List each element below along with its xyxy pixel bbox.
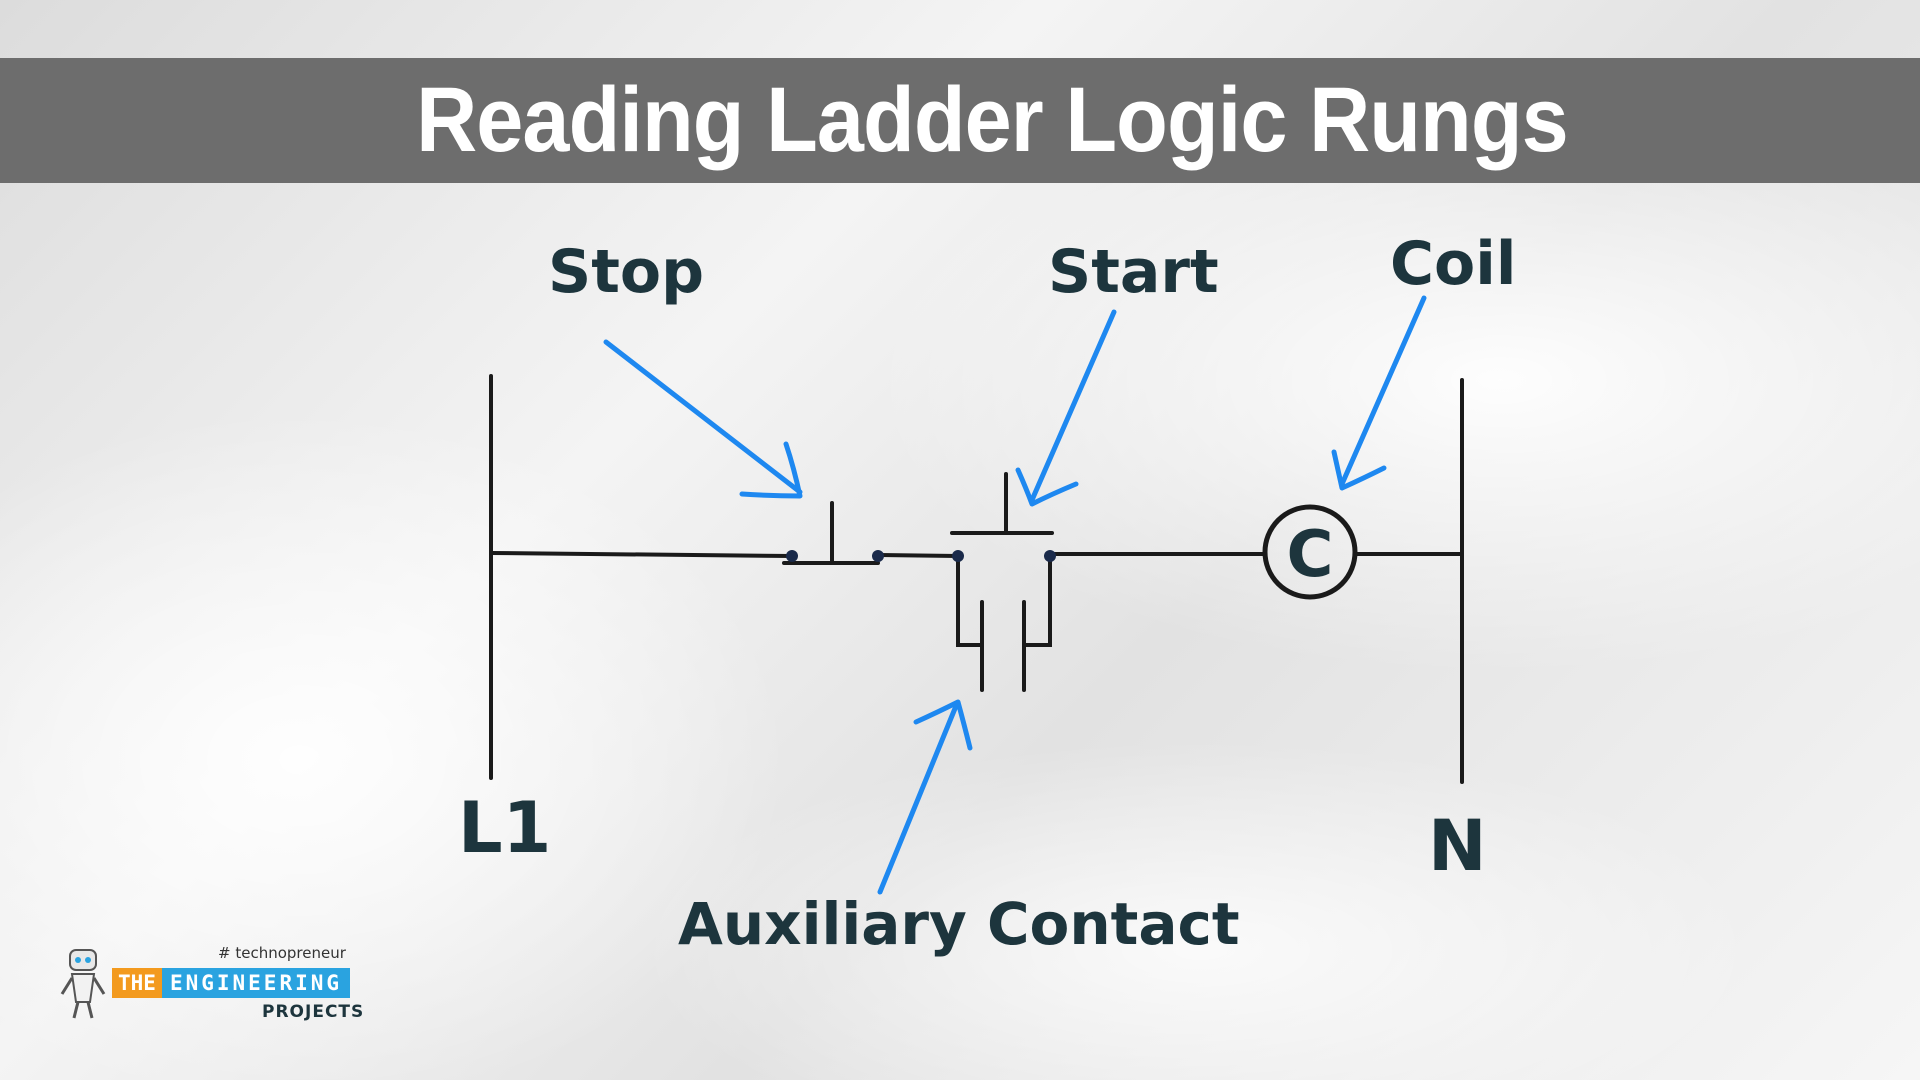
- logo-the: THE: [112, 968, 162, 998]
- stop-label: Stop: [548, 237, 704, 307]
- stop-terminal-left: [786, 550, 798, 562]
- logo-engineering: ENGINEERING: [161, 968, 351, 998]
- rung-wire-mid: [876, 553, 960, 558]
- start-arrow: [1015, 309, 1117, 507]
- stop-terminal-right: [872, 550, 884, 562]
- logo-wordmark: THE ENGINEERING: [112, 968, 351, 998]
- coil-letter: C: [1287, 518, 1334, 592]
- coil-label: Coil: [1390, 229, 1516, 299]
- coil-circle: [1262, 504, 1358, 600]
- aux-branch-left: [956, 554, 984, 647]
- page-title: Reading Ladder Logic Rungs: [416, 69, 1569, 171]
- start-terminal-right: [1044, 550, 1056, 562]
- n-label: N: [1428, 805, 1487, 887]
- coil-arrow: [1331, 295, 1427, 491]
- aux-branch-right: [1022, 554, 1052, 647]
- start-label: Start: [1048, 237, 1219, 307]
- title-bar: Reading Ladder Logic Rungs: [0, 58, 1920, 183]
- brand-logo: # technopreneur THE ENGINEERING PROJECTS: [56, 944, 366, 1024]
- rung-wire-left: [489, 551, 794, 558]
- logo-projects: PROJECTS: [262, 1002, 365, 1022]
- start-terminal-left: [952, 550, 964, 562]
- l1-label: L1: [458, 787, 551, 869]
- auxiliary-arrow: [877, 699, 973, 895]
- stop-arrow: [603, 339, 803, 499]
- logo-tagline: # technopreneur: [218, 944, 346, 962]
- robot-icon: [60, 949, 106, 1019]
- auxiliary-contact-label: Auxiliary Contact: [678, 890, 1240, 958]
